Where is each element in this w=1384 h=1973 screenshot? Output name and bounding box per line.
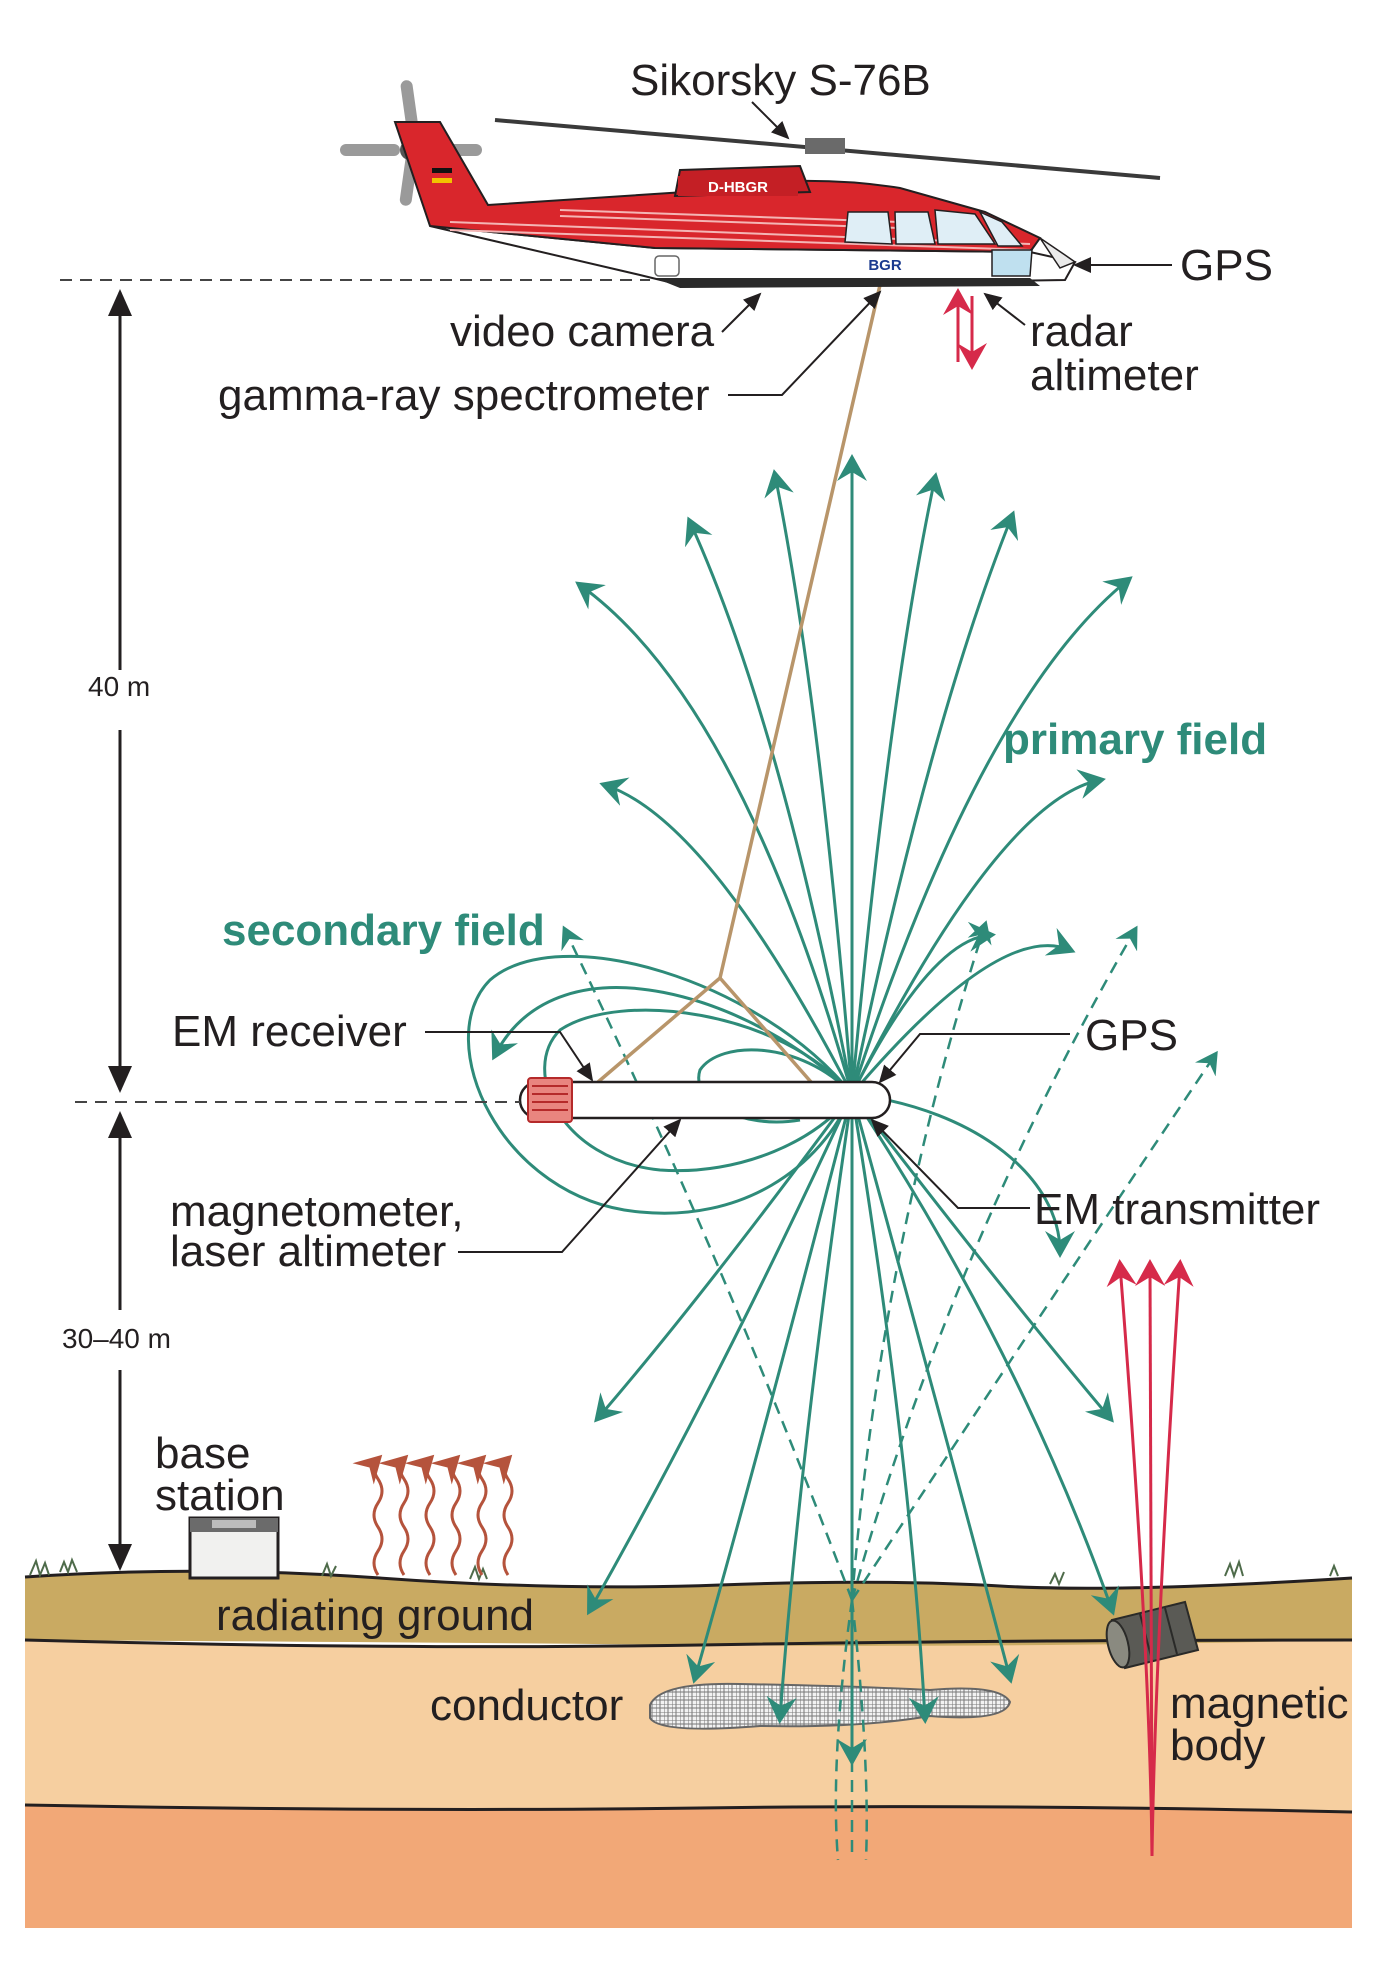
magnetometer-label-1: magnetometer, — [170, 1187, 464, 1236]
height-lower-label: 30–40 m — [62, 1323, 171, 1354]
magnetic-body — [1105, 1600, 1200, 1670]
gps-top-label: GPS — [1180, 241, 1273, 290]
secondary-field-lines — [466, 954, 1075, 1258]
height-upper-label: 40 m — [88, 671, 150, 702]
primary-field-label: primary field — [1003, 715, 1267, 764]
em-transmitter-label: EM transmitter — [1034, 1185, 1320, 1234]
radar-altimeter-label-1: radar — [1030, 307, 1133, 356]
conductor-label: conductor — [430, 1681, 623, 1730]
helicopter-model-label: Sikorsky S-76B — [630, 56, 931, 105]
bgr-logo: BGR — [868, 257, 902, 274]
gamma-ray-label: gamma-ray spectrometer — [218, 371, 709, 420]
magnetometer-label-2: laser altimeter — [170, 1227, 446, 1276]
reference-lines — [60, 279, 650, 1103]
em-bird — [518, 1077, 892, 1123]
base-station-label-1: base — [155, 1429, 250, 1478]
base-station-box — [188, 1516, 280, 1580]
magnetic-body-label-1: magnetic — [1170, 1679, 1349, 1728]
magnetic-body-label-2: body — [1170, 1721, 1265, 1770]
grass-icon — [29, 1557, 1339, 1587]
video-camera-label: video camera — [450, 307, 715, 356]
gps-bird-label: GPS — [1085, 1011, 1178, 1060]
ground-radiation-arrows — [352, 1454, 514, 1576]
magnetic-anomaly-arrows — [1106, 1259, 1194, 1857]
em-receiver-label: EM receiver — [172, 1007, 407, 1056]
leader-lines — [425, 101, 1172, 1253]
helicopter: D-HBGR BGR — [340, 80, 1161, 288]
primary-field-lines — [575, 454, 1133, 1766]
base-station-label-2: station — [155, 1471, 285, 1520]
secondary-field-dashed — [561, 920, 1218, 1861]
radar-altimeter-label-2: altimeter — [1030, 351, 1199, 400]
tow-cable — [596, 284, 882, 1092]
radiating-ground-layer — [25, 1571, 1352, 1646]
deep-layer — [25, 1805, 1352, 1928]
radiating-ground-label: radiating ground — [216, 1591, 534, 1640]
radar-altimeter-arrows — [943, 288, 987, 370]
secondary-field-label: secondary field — [222, 906, 545, 955]
registration-text: D-HBGR — [708, 179, 768, 196]
flag-icon — [432, 168, 452, 173]
